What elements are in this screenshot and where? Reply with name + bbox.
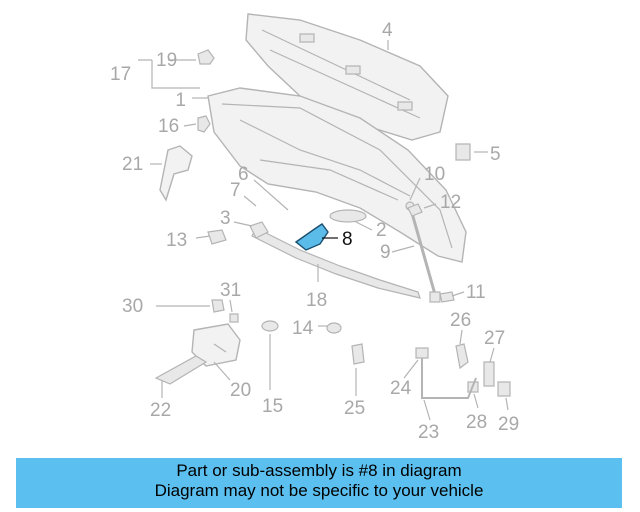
part-13-bumper xyxy=(207,229,227,245)
callout-19: 19 xyxy=(156,50,177,71)
callout-11: 11 xyxy=(466,282,486,303)
part-16-clip xyxy=(197,115,211,133)
part-15-plug xyxy=(261,320,279,332)
callout-3: 3 xyxy=(220,208,231,229)
part-20-latch xyxy=(191,323,241,367)
part-14-bumper xyxy=(326,322,342,334)
part-21-bracket xyxy=(159,145,193,202)
callout-25: 25 xyxy=(344,398,365,419)
callout-17: 17 xyxy=(110,64,131,85)
part-23-cable xyxy=(415,347,477,399)
part-31-nut xyxy=(229,313,239,323)
part-19-clip xyxy=(197,49,215,65)
callout-23: 23 xyxy=(418,422,439,443)
callout-21: 21 xyxy=(122,154,143,175)
banner-line-1: Part or sub-assembly is #8 in diagram xyxy=(176,461,462,480)
callout-4: 4 xyxy=(382,20,393,41)
callout-8-highlighted: 8 xyxy=(342,229,353,250)
callout-10: 10 xyxy=(424,164,445,185)
part-25-guide xyxy=(351,343,365,365)
callout-26: 26 xyxy=(450,310,471,331)
callout-1: 1 xyxy=(175,90,186,111)
callout-13: 13 xyxy=(166,230,187,251)
part-22-release-lever xyxy=(154,355,208,385)
callout-5: 5 xyxy=(490,144,501,165)
callout-24: 24 xyxy=(390,378,412,399)
callout-22: 22 xyxy=(150,400,171,421)
part-11-clip xyxy=(439,291,455,303)
part-29-clip xyxy=(497,381,511,397)
callout-16: 16 xyxy=(158,116,179,137)
callout-28: 28 xyxy=(466,412,487,433)
callout-7: 7 xyxy=(230,180,241,201)
part-4-insulator xyxy=(245,13,449,141)
callout-20: 20 xyxy=(230,380,251,401)
part-5-clip xyxy=(455,143,471,161)
callout-9: 9 xyxy=(380,242,391,263)
part-27-pin xyxy=(483,361,495,387)
info-banner: Part or sub-assembly is #8 in diagram Di… xyxy=(16,458,622,508)
callout-15: 15 xyxy=(262,396,283,417)
part-30-bolt xyxy=(211,299,225,313)
part-26-clip xyxy=(455,343,469,370)
part-18-weatherstrip xyxy=(251,227,421,299)
callout-29: 29 xyxy=(498,414,519,435)
callout-2: 2 xyxy=(376,220,387,241)
part-12-clip xyxy=(407,203,423,217)
part-3-hinge xyxy=(249,221,269,239)
part-8-bracket-highlighted xyxy=(294,223,329,251)
callout-6: 6 xyxy=(238,164,249,185)
parts-diagram: 1 2 3 4 5 6 7 8 9 10 11 12 13 14 15 16 1… xyxy=(110,13,519,443)
callout-27: 27 xyxy=(484,328,505,349)
leader-lines xyxy=(138,40,509,421)
callout-12: 12 xyxy=(440,192,461,213)
banner-line-2: Diagram may not be specific to your vehi… xyxy=(154,481,484,500)
part-1-hood xyxy=(207,87,467,263)
callout-18: 18 xyxy=(306,290,327,311)
callout-30: 30 xyxy=(122,296,143,317)
callout-31: 31 xyxy=(220,280,241,301)
callout-14: 14 xyxy=(292,318,314,339)
